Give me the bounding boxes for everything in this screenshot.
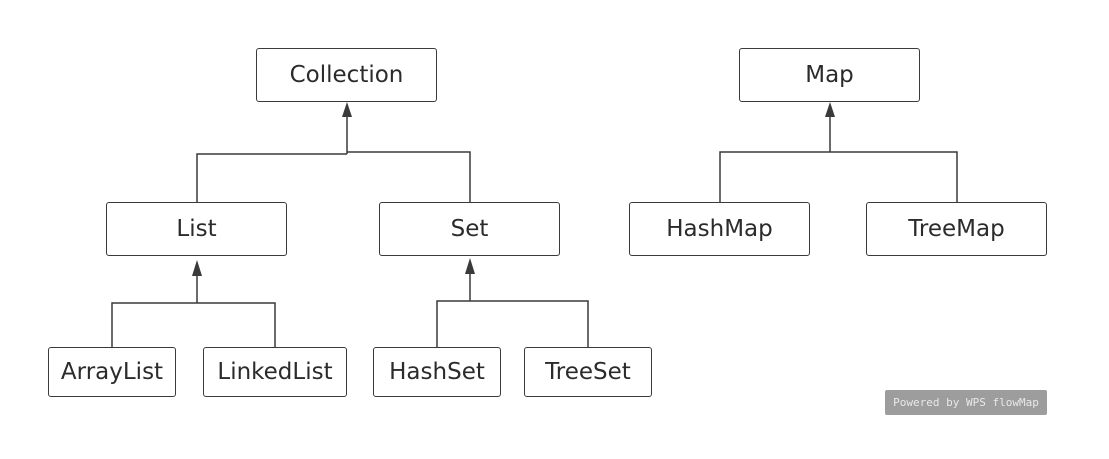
map-connector (719, 114, 958, 202)
list-arrow-icon (192, 260, 202, 276)
node-linkedlist: LinkedList (203, 347, 347, 397)
set-connector (436, 274, 589, 347)
list-connector (111, 276, 276, 347)
set-arrow-icon (465, 258, 475, 274)
node-treemap: TreeMap (866, 202, 1047, 256)
collection-arrow-icon (342, 102, 352, 117)
wps-watermark: Powered by WPS flowMap (885, 390, 1047, 415)
node-arraylist: ArrayList (48, 347, 176, 397)
node-collection: Collection (256, 48, 437, 102)
map-arrow-icon (825, 102, 835, 117)
node-list: List (106, 202, 287, 256)
node-hashmap: HashMap (629, 202, 810, 256)
node-treeset: TreeSet (524, 347, 652, 397)
node-set: Set (379, 202, 560, 256)
node-hashset: HashSet (373, 347, 501, 397)
collection-connector (196, 114, 471, 202)
node-map: Map (739, 48, 920, 102)
